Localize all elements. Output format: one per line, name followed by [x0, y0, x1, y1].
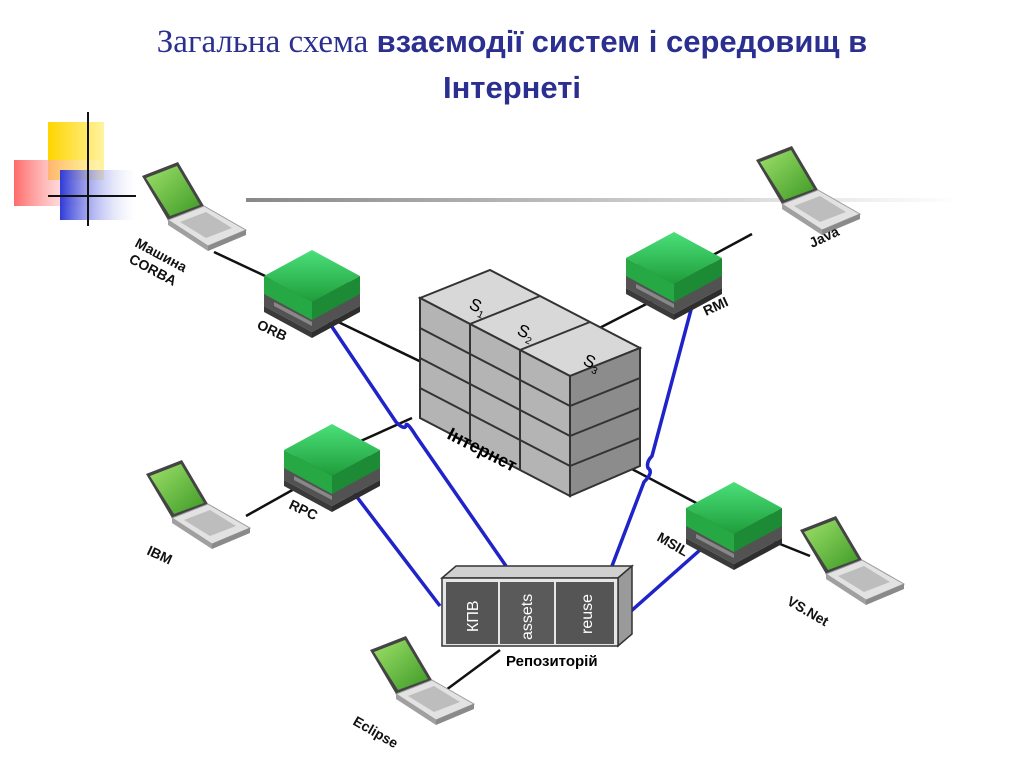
internet-server-rack: S1 S2 S3 Інтернет	[417, 268, 643, 498]
repo-cell-assets: assets	[519, 594, 536, 640]
label-ibm: IBM	[145, 542, 175, 567]
server-s1-label: S1	[465, 294, 490, 321]
repo-cell-kpv: КПВ	[465, 601, 482, 633]
server-s2-label: S2	[513, 320, 538, 347]
title-part-2: взаємодії систем і середовищ в	[376, 24, 868, 59]
label-eclipse: Eclipse	[351, 713, 402, 751]
repo-cell-reuse: reuse	[579, 594, 596, 634]
laptop-ibm	[145, 459, 251, 550]
repository: КПВ assets reuse Репозиторій	[439, 564, 635, 670]
header-rule	[246, 198, 960, 202]
laptop-java	[755, 145, 861, 236]
title-part-3: Інтернеті	[442, 70, 582, 105]
laptop-vsnet	[799, 515, 905, 606]
page-title: Загальна схема взаємодії систем і середо…	[20, 22, 1004, 114]
hub-msil	[686, 482, 782, 570]
links-blue	[320, 305, 702, 614]
label-vsnet: VS.Net	[785, 593, 832, 630]
title-part-1: Загальна схема	[156, 24, 377, 60]
repository-label: Репозиторій	[506, 653, 598, 670]
laptop-corba	[141, 161, 247, 252]
server-s3-label: S3	[579, 350, 604, 377]
decorative-squares	[14, 112, 136, 226]
